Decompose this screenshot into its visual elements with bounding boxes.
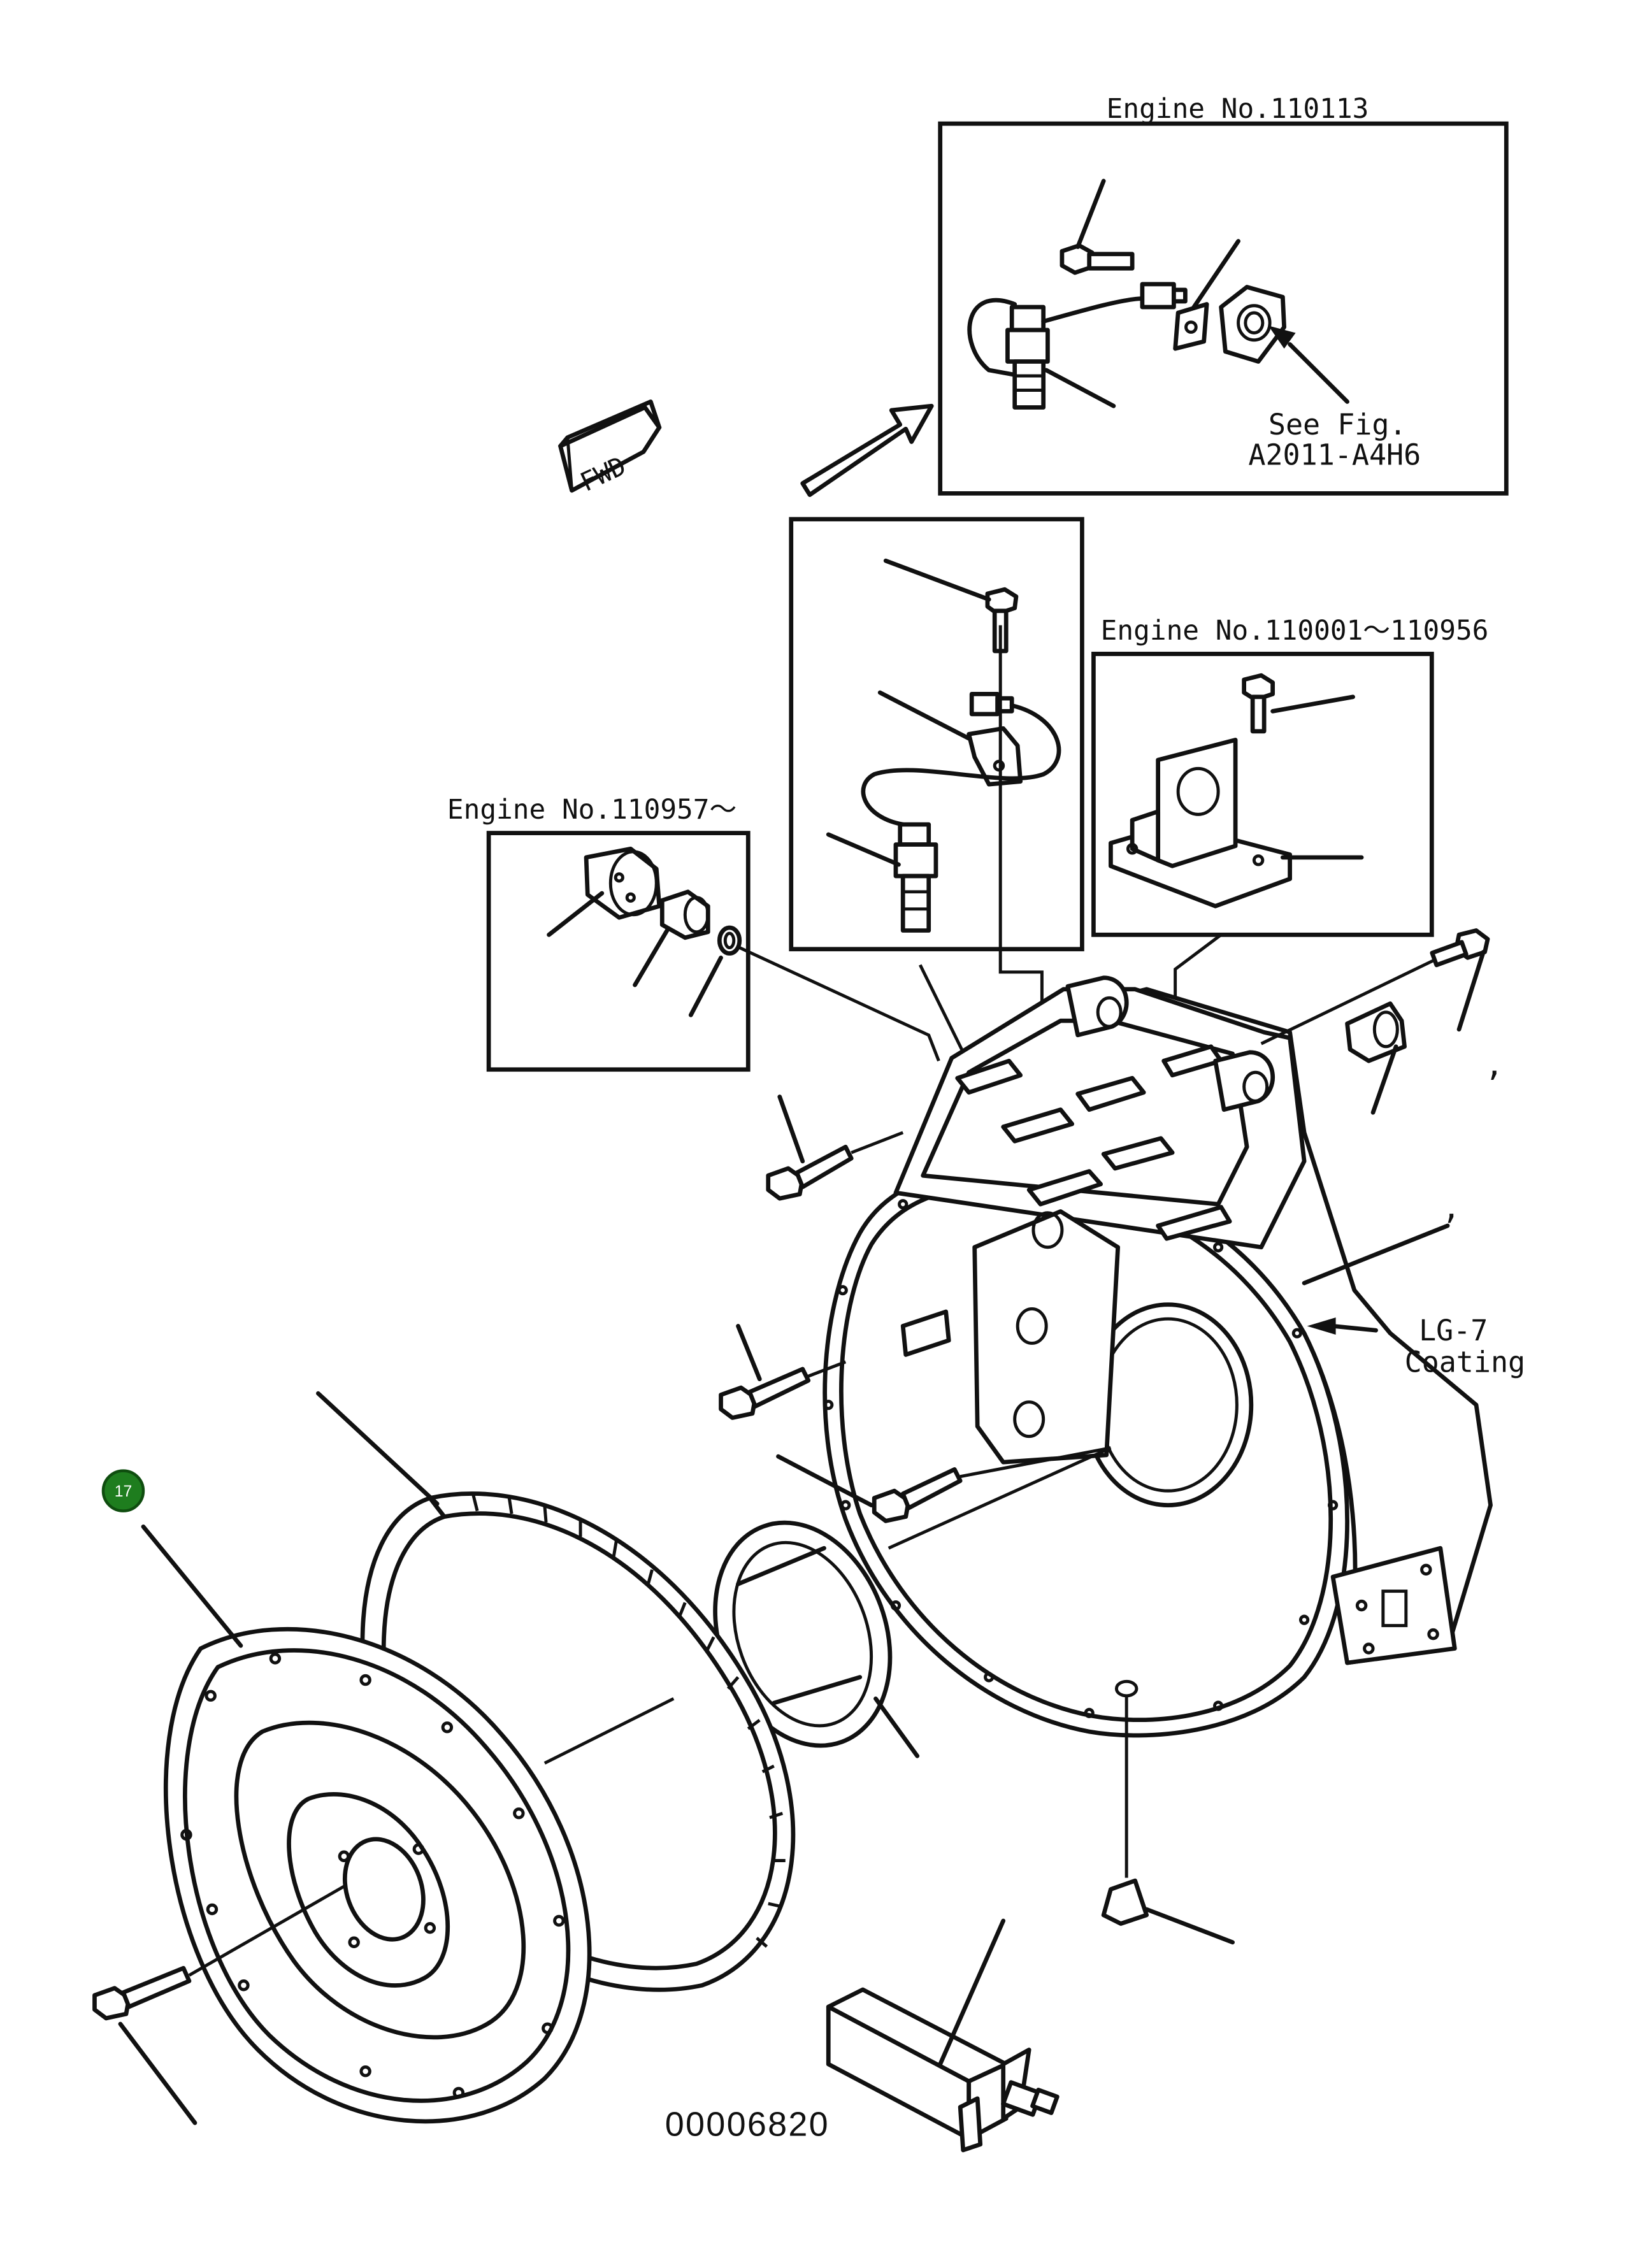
housing-side-block (1330, 1546, 1457, 1665)
leader-housing (1302, 1223, 1450, 1286)
callout-17-label[interactable]: 17 (115, 1483, 133, 1500)
center-bolt (883, 558, 1019, 654)
sensor-bolt-top (1060, 178, 1135, 275)
housing-mount-pads (955, 1044, 1232, 1241)
coating-annotation: LG-7 Coating (1307, 1314, 1526, 1379)
drain-plug (1101, 1695, 1235, 1945)
bracket-bolt (1242, 673, 1355, 734)
callout-17-circle[interactable] (101, 1469, 145, 1512)
housing-lifting-eyes (1065, 975, 1275, 1112)
flange-top (1219, 285, 1286, 364)
coating-label: Coating (1405, 1345, 1526, 1379)
inset-engine-110957: Engine No.110957〜 (447, 794, 751, 1072)
inset-box-top (938, 121, 1509, 496)
comma-mark-2: , (1442, 1189, 1461, 1226)
callout-17[interactable]: 17 (101, 1469, 145, 1512)
inset-sensor-center (789, 517, 1084, 952)
housing-bolt-middle (719, 1324, 847, 1420)
inset-pointer-arrow (800, 403, 934, 498)
fwd-direction-marker: FWD (558, 399, 662, 498)
clip-top (1173, 239, 1240, 351)
see-fig-arrow (1268, 326, 1349, 404)
see-fig-ref: A2011-A4H6 (1248, 438, 1421, 471)
housing-top-bolt (1260, 928, 1490, 1045)
drawing-number: 00006820 (665, 2105, 830, 2143)
housing-bolt-lower (776, 1446, 1111, 1523)
left-sensor-body (547, 846, 662, 937)
comma-mark-1: , (1485, 1046, 1504, 1083)
left-sensor-washer (688, 925, 742, 1017)
center-sensor (826, 822, 938, 933)
speed-sensor-top (967, 282, 1188, 410)
inset-engine-110001-110956: Engine No.110001〜110956 (1091, 615, 1489, 937)
housing-bolt-upper (766, 1095, 904, 1201)
left-sensor-nut (633, 889, 710, 987)
housing-flange-holes (823, 1199, 1339, 1718)
inset-box-center (789, 517, 1084, 952)
flywheel-turning-tool (826, 1918, 1060, 2153)
housing-speed-sensor (1345, 1001, 1407, 1115)
flywheel-bolt-holes (180, 1653, 565, 2099)
inset-title-engine-110113: Engine No.110113 (1107, 93, 1369, 125)
lg7-label: LG-7 (1419, 1314, 1488, 1347)
flywheel (141, 1525, 592, 2124)
inset-engine-110113: Engine No.110113 (938, 93, 1509, 496)
inset-title-engine-110001: Engine No.110001〜110956 (1101, 615, 1489, 647)
flywheel-housing (823, 975, 1493, 1738)
inset-box-right (1091, 652, 1434, 937)
sensor-bracket (1109, 737, 1364, 908)
inset-title-engine-110957: Engine No.110957〜 (447, 794, 736, 826)
flywheel-mounting-bolt (92, 1884, 345, 2125)
center-connector (861, 690, 1061, 827)
see-fig-label: See Fig. (1268, 408, 1407, 441)
